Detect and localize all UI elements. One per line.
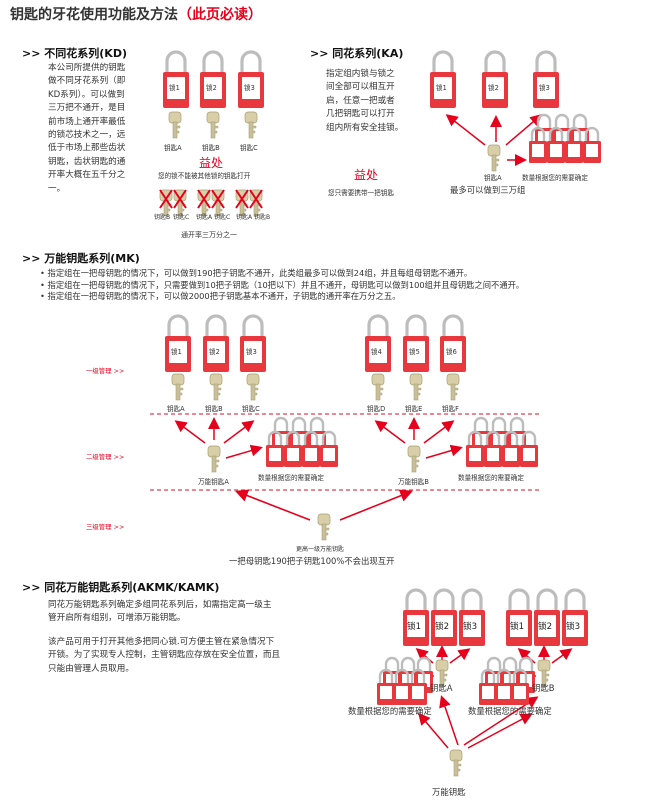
ka-benefit: 益处 [354, 168, 379, 182]
mk-lock-stack-right [464, 416, 540, 469]
akmk-lock-label-2: 锁2 [435, 622, 450, 632]
akmk-heading: >> 同花万能钥匙系列(AKMK/KAMK) [22, 581, 220, 594]
ka-max: 最多可以做到三万组 [450, 185, 526, 195]
kd-benefit-desc: 您的锁不能被其他锁的钥匙打开 [158, 172, 251, 180]
mk-arrows-2 [174, 417, 463, 459]
mk-master-key-a [207, 445, 221, 473]
mk-bullet-3: 指定组在一把母钥匙的情况下，可以做2000把子钥匙基本不通开，子钥匙的通开率在万… [40, 291, 640, 303]
mk-heading: >> 万能钥匙系列(MK) [22, 252, 140, 265]
mk-top-key [317, 513, 331, 541]
mk-key-label-c: 钥匙C [242, 405, 260, 413]
ka-qty: 数量根据您的需要确定 [522, 174, 588, 182]
kd-cross-label-3: 钥匙A [196, 214, 213, 221]
akmk-master-label: 万能钥匙 [432, 787, 466, 797]
akmk-qty-right: 数量根据您的需要确定 [468, 706, 552, 716]
kd-lock-label-3: 锁3 [244, 84, 255, 92]
page-title-highlight: （此页必读） [178, 7, 262, 23]
kd-keys [168, 111, 258, 139]
mk-key-label-a: 钥匙A [167, 405, 185, 413]
mk-key-label-b: 钥匙B [205, 405, 223, 413]
akmk-lock-label-3: 锁3 [463, 622, 478, 632]
mk-bullet-2: 指定组在一把母钥匙的情况下，只需要做到10把子钥匙（10把以下）并且不通开，母钥… [40, 280, 640, 292]
ka-locks [428, 50, 561, 110]
mk-lock-stack-left [264, 416, 340, 469]
mk-lock-label-2: 锁2 [209, 348, 220, 356]
kd-cross-label-5: 钥匙A [236, 214, 253, 221]
ka-arrows [445, 114, 543, 166]
mk-key-label-e: 钥匙E [405, 405, 423, 413]
akmk-lock-label-1: 锁1 [407, 622, 422, 632]
mk-qty-right: 数量根据您的需要确定 [458, 474, 524, 482]
kd-key-label-c: 钥匙C [240, 144, 258, 152]
kd-benefit: 益处 [199, 156, 224, 170]
akmk-description-1: 同花万能钥匙系列确定多组同花系列后，如需指定高一级主管开启所有组别，可增添万能钥… [48, 600, 272, 624]
akmk-locks-right [504, 588, 590, 648]
mk-level-1: 一级管理 >> [86, 367, 125, 375]
mk-lock-label-5: 锁5 [409, 348, 420, 356]
ka-description: 指定组内锁与锁之间全部可以相互开启，任意一把或者几把钥匙可以打开组内所有安全挂锁… [326, 69, 404, 133]
page-title: 钥匙的牙花使用功能及方法（此页必读） [10, 7, 262, 23]
mk-lock-label-4: 锁4 [371, 348, 382, 356]
kd-cross-keys [159, 189, 263, 217]
mk-key-label-f: 钥匙F [442, 405, 459, 413]
akmk-lock-label-5: 锁2 [538, 622, 553, 632]
mk-level-2: 二级管理 >> [86, 453, 125, 461]
mk-footer: 一把母钥匙190把子钥匙100%不会出现互开 [229, 556, 395, 566]
kd-locks [161, 50, 266, 110]
mk-master-b-label: 万能钥匙B [398, 478, 429, 486]
kd-cross-label-6: 钥匙B [254, 214, 271, 221]
mk-key-label-d: 钥匙D [367, 405, 386, 413]
ka-lock-stack [527, 113, 603, 165]
mk-qty-left: 数量根据您的需要确定 [258, 474, 324, 482]
kd-heading: >> 不同花系列(KD) [22, 47, 127, 60]
akmk-description-2: 该产品可用于打开其他多把同心锁.可方便主管在紧急情况下开锁。为了实现专人控制，主… [48, 637, 281, 674]
kd-cross-label-4: 钥匙C [214, 214, 231, 221]
ka-key-label: 钥匙A [484, 174, 502, 182]
ka-heading: >> 同花系列(KA) [310, 47, 404, 60]
ka-lock-label-3: 锁3 [539, 84, 550, 92]
kd-key-label-a: 钥匙A [164, 144, 182, 152]
ka-lock-label-2: 锁2 [488, 84, 499, 92]
mk-lock-label-6: 锁6 [446, 348, 457, 356]
mk-keys [171, 373, 460, 401]
mk-lock-label-3: 锁3 [246, 348, 257, 356]
kd-cross-label-1: 钥匙B [154, 214, 171, 221]
mk-level-3: 三级管理 >> [86, 523, 125, 531]
kd-rate: 通开率三万分之一 [181, 231, 237, 239]
ka-benefit-desc: 您只需要携带一把钥匙 [328, 189, 394, 197]
mk-bullet-1: 指定组在一把母钥匙的情况下，可以做到190把子钥匙不通开，此类组最多可以做到24… [40, 268, 640, 280]
kd-key-label-b: 钥匙B [202, 144, 220, 152]
mk-master-key-b [407, 445, 421, 473]
kd-lock-label-2: 锁2 [206, 84, 217, 92]
akmk-qty-left: 数量根据您的需要确定 [348, 706, 432, 716]
akmk-lock-stack-left [375, 656, 435, 707]
mk-locks-left [163, 314, 268, 374]
akmk-key-a-label: 钥匙A [430, 683, 453, 693]
akmk-lock-label-6: 锁3 [566, 622, 581, 632]
mk-top-key-label: 更高一级万能钥匙 [296, 546, 345, 553]
ka-key [487, 144, 501, 172]
mk-bullets: 指定组在一把母钥匙的情况下，可以做到190把子钥匙不通开，此类组最多可以做到24… [40, 268, 640, 303]
mk-arrows-3 [235, 489, 413, 521]
akmk-lock-stack-right [477, 656, 537, 707]
ka-lock-label-1: 锁1 [436, 84, 447, 92]
mk-master-a-label: 万能钥匙A [198, 478, 229, 486]
akmk-locks-left [401, 588, 487, 648]
mk-locks-right [363, 314, 468, 374]
akmk-lock-label-4: 锁1 [510, 622, 525, 632]
akmk-key-b-label: 钥匙B [532, 683, 555, 693]
akmk-master-key [449, 749, 463, 777]
mk-lock-label-1: 锁1 [171, 348, 182, 356]
kd-cross-label-2: 钥匙C [173, 214, 190, 221]
kd-lock-label-1: 锁1 [169, 84, 180, 92]
